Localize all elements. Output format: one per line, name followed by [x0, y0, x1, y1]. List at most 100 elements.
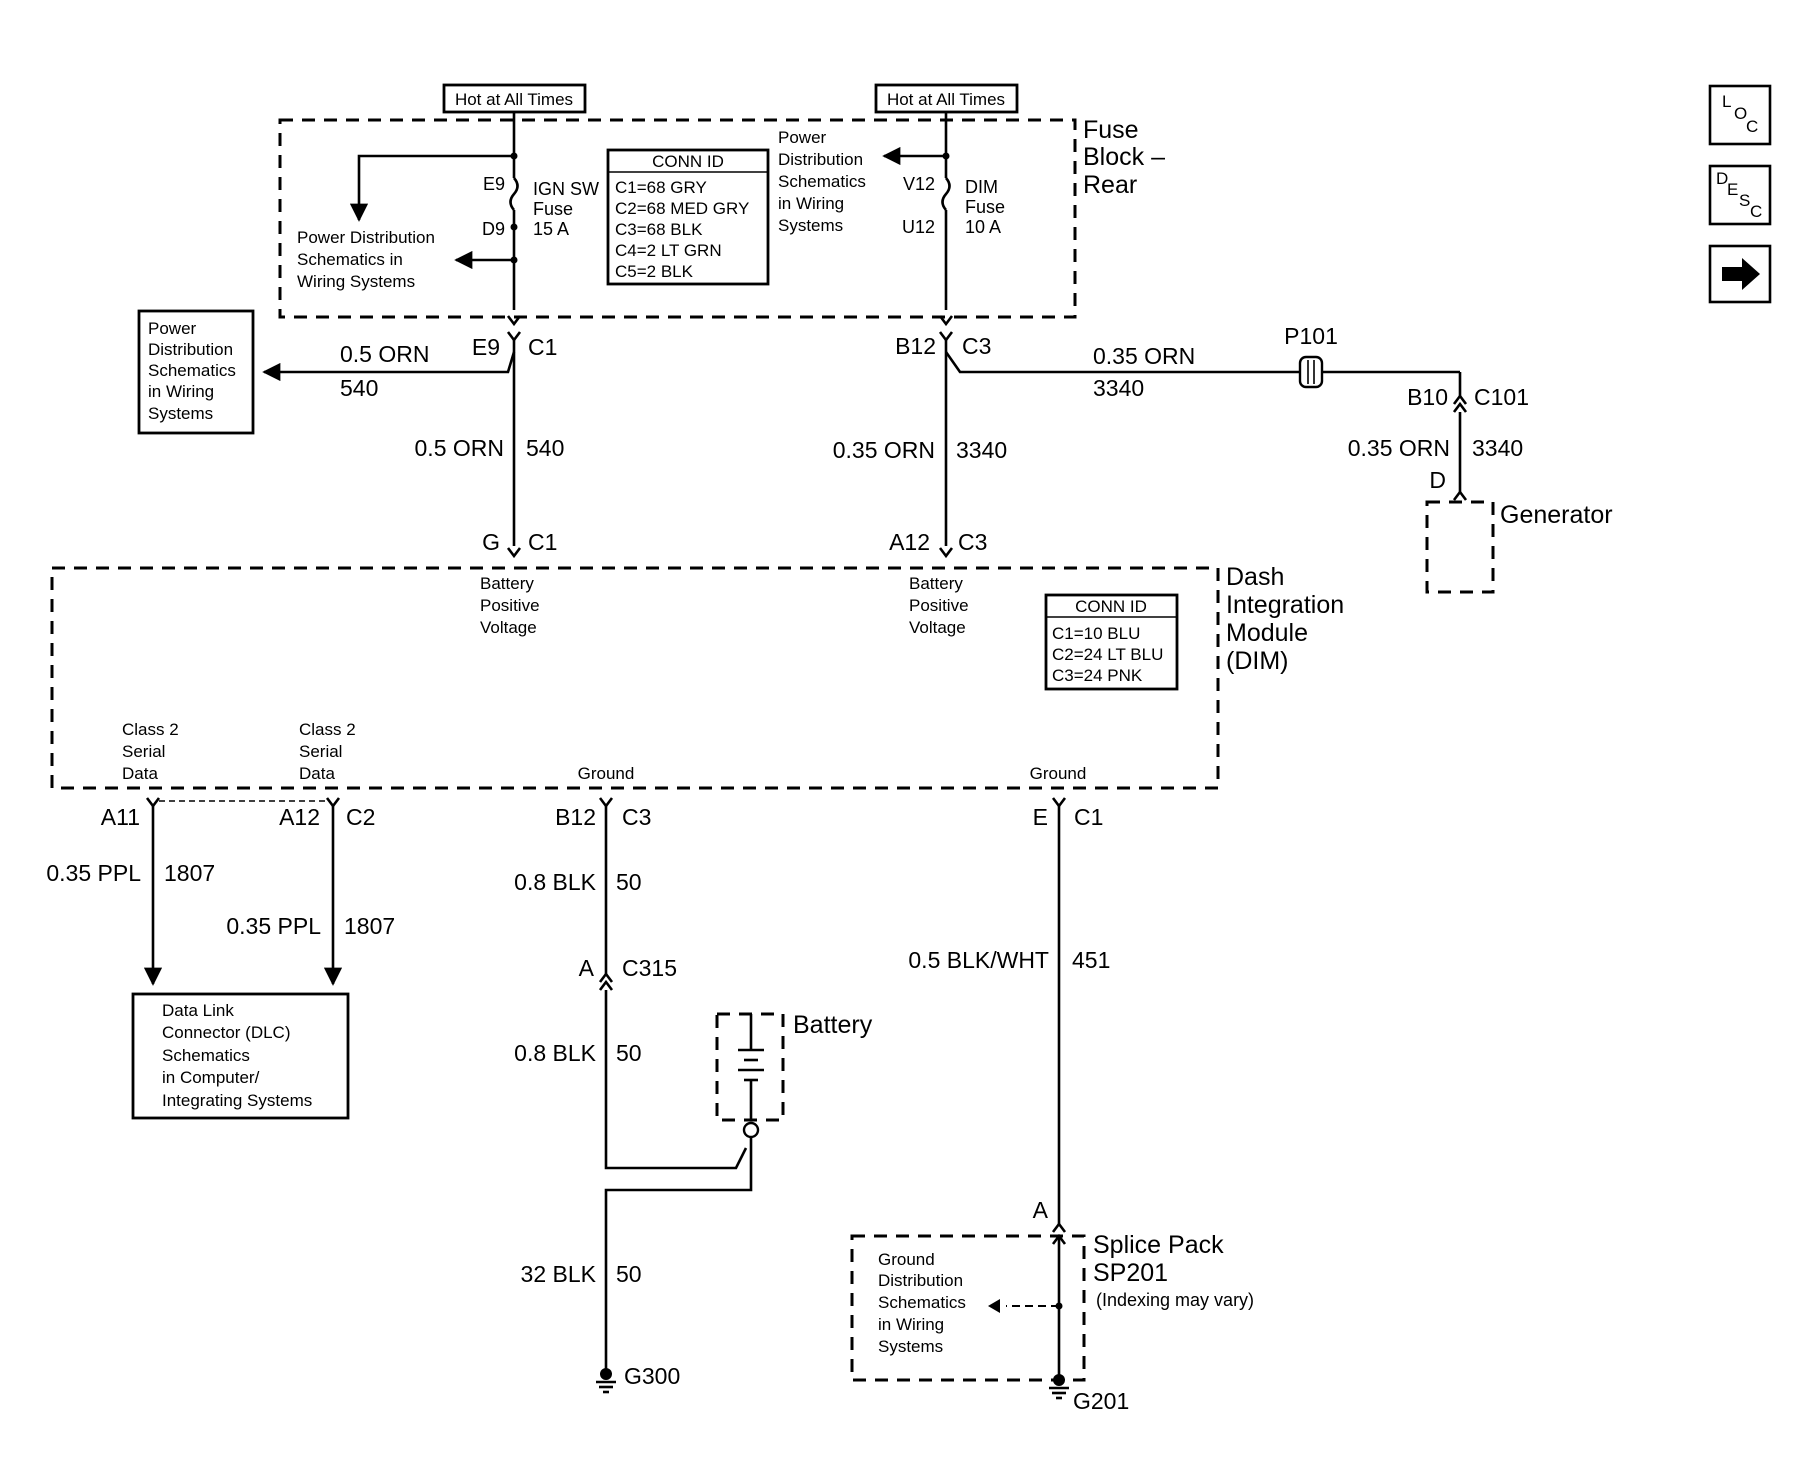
dim-title-4: (DIM) [1226, 647, 1288, 675]
ign-fuse-label-3: 15 A [533, 219, 569, 239]
gen-pin: D [1429, 467, 1446, 493]
fuse-block-title-3: Rear [1083, 171, 1137, 199]
pd-inner-left-1: Power Distribution [297, 228, 435, 247]
battery: Battery [715, 1011, 873, 1139]
fuse-conn-id-line: C2=68 MED GRY [615, 199, 749, 218]
c315-pin: A [579, 955, 595, 981]
c101-pin: B10 [1407, 384, 1448, 410]
generator-label: Generator [1500, 501, 1613, 529]
bpv-left-2: Positive [480, 596, 540, 615]
w50-mid-gauge: 0.8 BLK [514, 1040, 596, 1066]
dlc-line-4: in Computer/ [162, 1068, 260, 1087]
desc-letter: E [1727, 180, 1738, 199]
wire-50-mid [604, 990, 748, 1170]
dim-c2-conn: C2 [346, 804, 375, 830]
connector-terminal-icon [325, 797, 341, 809]
fuse-block-title-1: Fuse [1083, 116, 1139, 144]
connector-terminal-icon [506, 331, 522, 343]
gd-line-5: Systems [878, 1337, 943, 1356]
dim-conn-id-box [1044, 593, 1179, 691]
g300-label: G300 [624, 1363, 680, 1389]
ground-b: Ground [1030, 764, 1087, 783]
connector-terminal-icon [1452, 401, 1468, 413]
dlc-line-2: Connector (DLC) [162, 1023, 291, 1042]
g201-label: G201 [1073, 1388, 1129, 1414]
connector-terminal-icon [1051, 1221, 1067, 1233]
dim-c2-pin: A12 [279, 804, 320, 830]
desc-button[interactable]: D E S C [1708, 164, 1772, 226]
bpv-right-3: Voltage [909, 618, 966, 637]
fb-c3-pin: B12 [895, 333, 936, 359]
fb-c1-pin: E9 [472, 334, 500, 360]
w451-gauge: 0.5 BLK/WHT [908, 947, 1049, 973]
hot-at-all-times-right-box [874, 83, 1019, 114]
w50-bottom-gauge: 32 BLK [521, 1261, 597, 1287]
pd-inner-right-1: Power [778, 128, 827, 147]
fb-c3-conn: C3 [962, 333, 991, 359]
fuse-conn-id-title: CONN ID [652, 152, 724, 171]
fuse-conn-id-line: C1=68 GRY [615, 178, 707, 197]
fuse-conn-id-line: C5=2 BLK [615, 262, 694, 281]
gd-line-4: in Wiring [878, 1315, 944, 1334]
pd-inner-left-2: Schematics in [297, 250, 403, 269]
w50-bottom-circuit: 50 [616, 1261, 642, 1287]
next-button[interactable] [1708, 244, 1772, 304]
pd-inner-left-3: Wiring Systems [297, 272, 415, 291]
bpv-right-2: Positive [909, 596, 969, 615]
battery-label: Battery [793, 1011, 873, 1039]
class2-b-2: Serial [299, 742, 342, 761]
c315-conn: C315 [622, 955, 677, 981]
ign-fuse-label-2: Fuse [533, 199, 573, 219]
w540-circuit: 540 [526, 435, 564, 461]
w540-branch-gauge: 0.5 ORN [340, 341, 429, 367]
dim-title-3: Module [1226, 619, 1308, 647]
connector-terminal-icon [1452, 489, 1468, 501]
hot-at-all-times-right: Hot at All Times [887, 90, 1005, 109]
w540-gauge: 0.5 ORN [415, 435, 504, 461]
pd-outer-5: Systems [148, 404, 213, 423]
connector-terminal-icon [598, 971, 614, 983]
hot-at-all-times-left-box [442, 83, 587, 114]
dim-fuse-label-1: DIM [965, 177, 998, 197]
pd-inner-right-2: Distribution [778, 150, 863, 169]
bpv-right-1: Battery [909, 574, 963, 593]
class2-a-3: Data [122, 764, 158, 783]
fuse-conn-id-line: C4=2 LT GRN [615, 241, 722, 260]
class2-a-1: Class 2 [122, 720, 179, 739]
pd-inner-right-3: Schematics [778, 172, 866, 191]
pd-outer-2: Distribution [148, 340, 233, 359]
dim-fuse-bottom-pin: U12 [902, 217, 935, 237]
fuse-conn-id-line: C3=68 BLK [615, 220, 703, 239]
connector-terminal-icon [938, 547, 954, 559]
generator: Generator [1425, 500, 1613, 594]
bpv-left-3: Voltage [480, 618, 537, 637]
ign-fuse-label-1: IGN SW [533, 179, 599, 199]
pd-inner-right-4: in Wiring [778, 194, 844, 213]
power-distribution-box: Power Distribution Schematics in Wiring … [137, 309, 255, 435]
dim-c1-top-pin: G [482, 529, 500, 555]
dim-fuse-top-pin: V12 [903, 174, 935, 194]
dim-outline [50, 566, 1220, 790]
connector-terminal-icon [598, 797, 614, 809]
p101-label: P101 [1284, 323, 1338, 349]
pd-outer-1: Power [148, 319, 197, 338]
splice-pack-title-1: Splice Pack [1093, 1231, 1224, 1259]
dim-conn-id-title: CONN ID [1075, 597, 1147, 616]
dim-c1-bottom-conn: C1 [1074, 804, 1103, 830]
loc-button[interactable]: L O C [1708, 84, 1772, 146]
pd-outer-3: Schematics [148, 361, 236, 380]
c101-conn: C101 [1474, 384, 1529, 410]
loc-letter: C [1746, 117, 1758, 136]
dlc-line-1: Data Link [162, 1001, 234, 1020]
splice-pack-title-2: SP201 [1093, 1259, 1168, 1287]
connector-terminal-icon [938, 315, 954, 327]
next-arrow-icon [1722, 258, 1760, 290]
dim-c3-top-pin: A12 [889, 529, 930, 555]
connector-terminal-icon [1051, 797, 1067, 809]
ground-symbol-icon [596, 1368, 616, 1394]
dim-conn-id-line: C2=24 LT BLU [1052, 645, 1163, 664]
gd-line-3: Schematics [878, 1293, 966, 1312]
w50-top-gauge: 0.8 BLK [514, 869, 596, 895]
w3340-top-circuit: 3340 [1093, 375, 1144, 401]
desc-letter: D [1716, 169, 1728, 188]
